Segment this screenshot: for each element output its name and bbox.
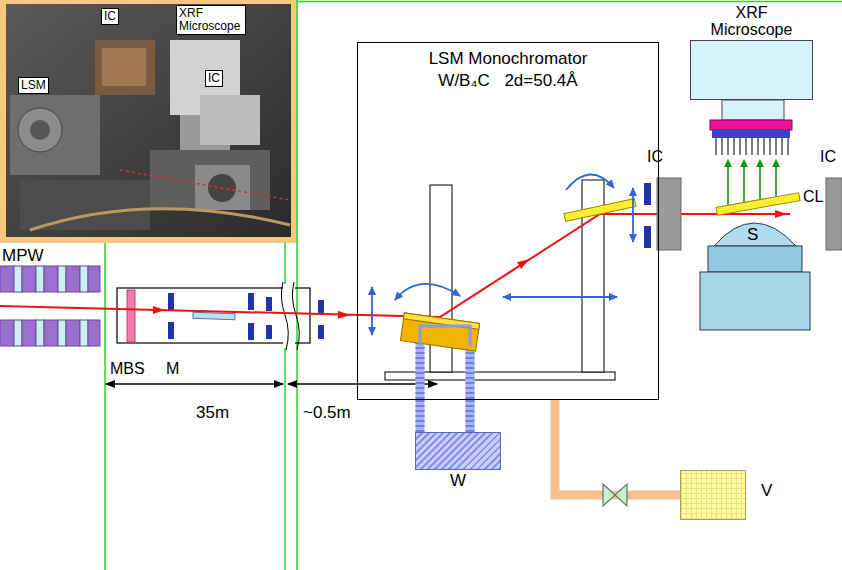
front-end <box>117 282 324 350</box>
valve-symbol <box>603 484 627 506</box>
node-text: W/B₄C 2d=50.4Å <box>358 71 658 91</box>
photo-label: IC <box>205 70 223 87</box>
photo-inset <box>0 0 297 243</box>
area-lines <box>105 0 842 570</box>
part-label: IC <box>820 148 836 166</box>
xrf-microscope-optics <box>700 100 810 330</box>
water-pipe <box>420 400 470 432</box>
part-label: M <box>166 360 179 378</box>
xrf-microscope: XRF Microscope <box>690 40 813 100</box>
part-label: MPW <box>2 246 44 266</box>
photo-label: IC <box>101 8 119 25</box>
dimension-lines <box>106 383 437 385</box>
dimension-label: 35m <box>196 403 229 423</box>
part-label: IC <box>647 148 663 166</box>
part-label: S <box>747 225 758 245</box>
multilayer-crystals <box>400 199 636 352</box>
node-text: XRF Microscope <box>700 4 804 39</box>
ion-chambers <box>644 178 842 250</box>
photo-label: LSM <box>18 77 49 94</box>
part-label: MBS <box>110 360 145 378</box>
vacuum-pipe <box>555 400 680 495</box>
node-text: LSM Monochromator <box>358 49 658 69</box>
water-tank: W <box>415 432 501 470</box>
node-text: W <box>416 471 500 491</box>
pipe-hatching <box>420 400 470 432</box>
vacuum-pump: V <box>680 470 746 520</box>
dimension-label: ~0.5m <box>303 403 351 423</box>
monochromator-box: LSM MonochromatorW/B₄C 2d=50.4Å <box>357 42 659 400</box>
part-label: CL <box>803 188 823 206</box>
photo-label: XRF Microscope <box>176 5 246 35</box>
node-text: V <box>761 481 772 501</box>
motion-arrows <box>372 174 633 335</box>
